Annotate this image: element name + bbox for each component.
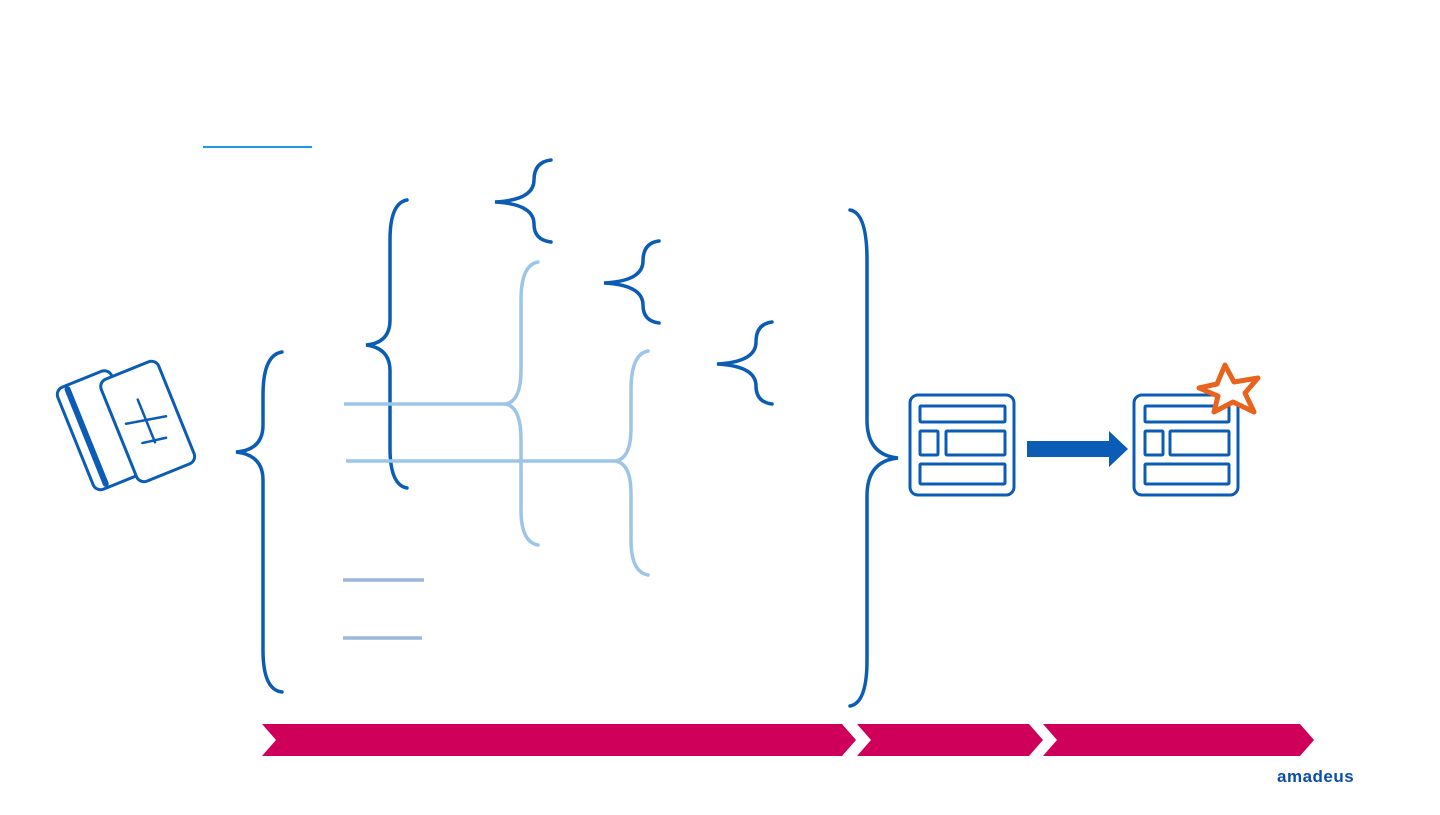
brace-light-2 — [614, 349, 650, 577]
brace-light-1 — [504, 260, 540, 547]
timeline-chevrons — [262, 724, 1314, 756]
star-icon — [1196, 362, 1261, 415]
amadeus-logo: amadeus — [1277, 767, 1354, 787]
brace-small-1 — [494, 158, 553, 244]
brace-small-3 — [716, 320, 774, 406]
timeline-segment-2 — [857, 724, 1043, 756]
brace-small-2 — [603, 239, 661, 325]
timeline-segment-3 — [1043, 724, 1314, 756]
timeline-segment-1 — [262, 724, 856, 756]
right-arrow-icon — [1027, 431, 1128, 467]
brace-upper-dark — [365, 198, 409, 490]
enhanced-record-document-icon — [1132, 393, 1240, 497]
logo-text: amadeus — [1277, 767, 1355, 786]
boarding-pass-icon — [55, 359, 197, 492]
right-brace-large — [848, 208, 899, 708]
record-document-icon — [908, 393, 1016, 497]
left-brace-large — [235, 350, 284, 694]
